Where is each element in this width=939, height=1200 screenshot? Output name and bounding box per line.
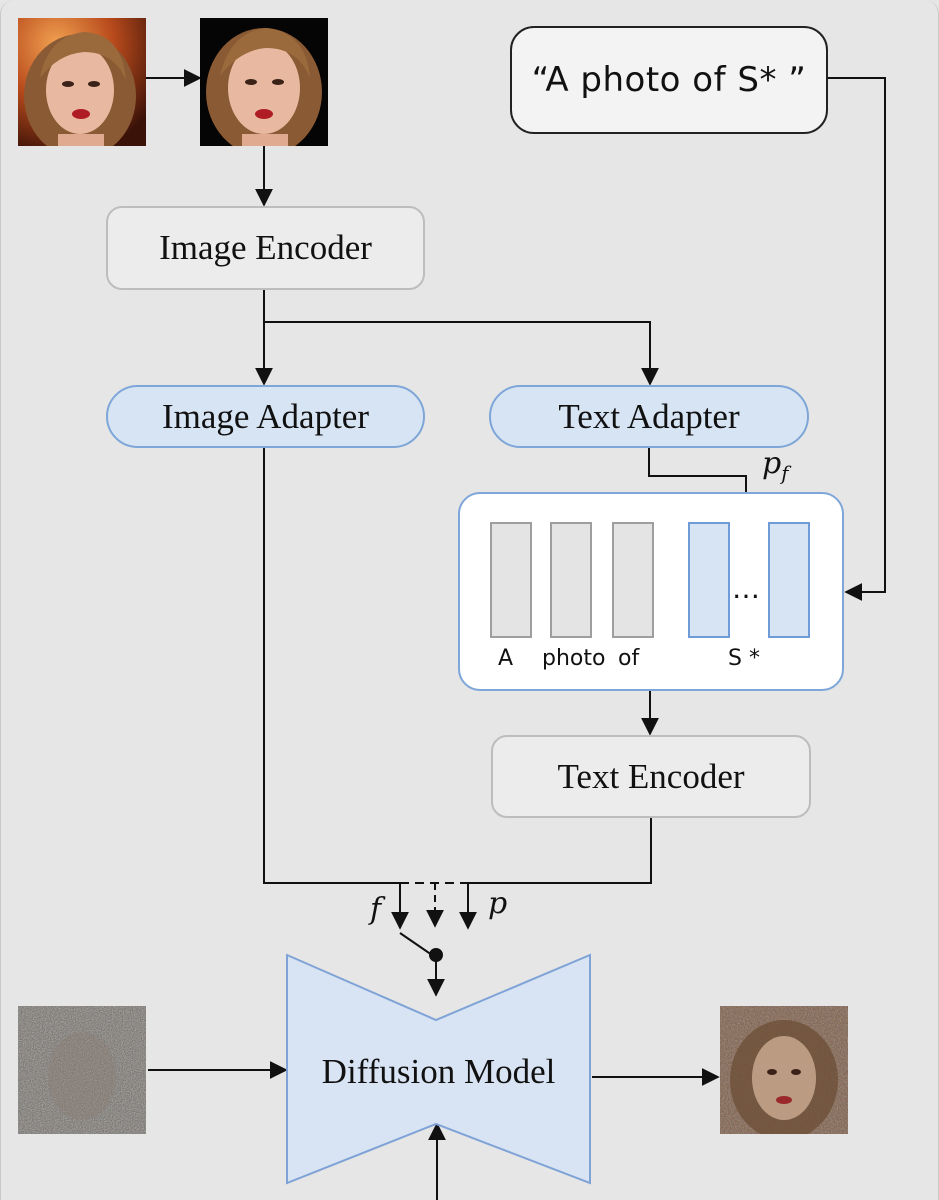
token-label-of: of <box>618 646 640 671</box>
line-text-feature <box>468 818 652 884</box>
image-encoder-block: Image Encoder <box>106 206 425 290</box>
cropped-face-photo <box>200 18 328 146</box>
token-label-subject: S * <box>728 646 760 671</box>
token-a <box>490 522 532 638</box>
generated-output-image <box>720 1006 848 1134</box>
arrow-to-text-adapter <box>264 321 659 386</box>
text-encoder-block: Text Encoder <box>491 735 811 818</box>
pf-main: p <box>762 446 782 481</box>
noise-input-image <box>18 1006 146 1134</box>
token-photo <box>550 522 592 638</box>
input-face-photo <box>18 18 146 146</box>
token-label-a: A <box>498 646 514 671</box>
line-image-feature <box>263 448 400 884</box>
diffusion-model-shape <box>286 953 591 1185</box>
f-symbol: f <box>370 892 382 927</box>
image-adapter-block: Image Adapter <box>106 385 425 448</box>
text-adapter-block: Text Adapter <box>489 385 809 448</box>
arrow-prompt-to-tokens <box>828 77 886 601</box>
token-ellipsis: … <box>732 572 762 605</box>
p-symbol: p <box>488 886 508 921</box>
diffusion-model-label: Diffusion Model <box>321 1052 556 1091</box>
switch-node <box>429 948 443 962</box>
switch-lever <box>399 932 433 956</box>
token-embedding-panel: … A photo of S * <box>458 492 844 691</box>
pf-subscript: f <box>781 462 789 485</box>
text-prompt: “A photo of S* ” <box>510 26 828 134</box>
token-subject-first <box>688 522 730 638</box>
token-label-photo: photo <box>542 646 606 671</box>
pf-symbol: pf <box>762 446 788 485</box>
token-subject-last <box>768 522 810 638</box>
token-of <box>612 522 654 638</box>
